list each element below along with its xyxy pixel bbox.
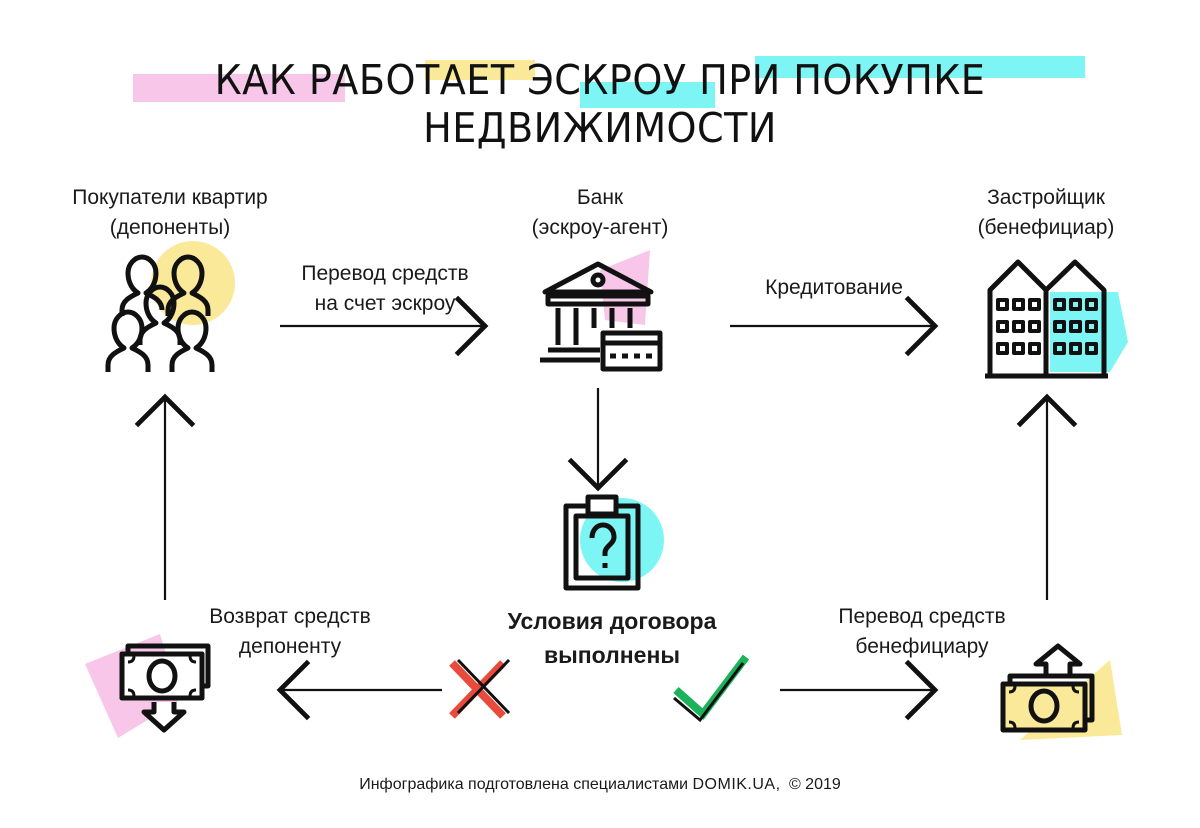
- title-highlight-pink: [133, 74, 345, 102]
- page-title: КАК РАБОТАЕТ ЭСКРОУ ПРИ ПОКУПКЕ НЕДВИЖИМ…: [214, 56, 986, 152]
- bank-label-line1: Банк: [576, 186, 624, 209]
- conditions-line2: выполнены: [544, 642, 680, 668]
- conditions-label: Условия договора выполнены: [462, 604, 762, 672]
- transfer-beneficiary-label: Перевод средств бенефициару: [792, 602, 1052, 662]
- footer-credit: Инфографика подготовлена специалистами D…: [0, 776, 1200, 794]
- conditions-line1: Условия договора: [507, 608, 717, 634]
- transfer-escrow-line1: Перевод средств: [301, 262, 469, 285]
- people-icon: [105, 241, 235, 372]
- buyers-label: Покупатели квартир (депоненты): [40, 183, 300, 243]
- title-highlight-cyan-1: [580, 82, 715, 108]
- check-icon: [673, 654, 750, 723]
- title-highlight-cyan-2: [755, 56, 1085, 78]
- footer-brand: DOMIK.UA: [692, 776, 776, 793]
- developer-label-line2: (бенефициар): [977, 216, 1115, 239]
- clipboard-question-icon: [563, 494, 664, 591]
- buildings-icon: [985, 259, 1128, 379]
- refund-line1: Возврат средств: [209, 605, 371, 628]
- transfer-beneficiary-line1: Перевод средств: [838, 605, 1006, 628]
- refund-label: Возврат средств депоненту: [160, 602, 420, 662]
- bank-label: Банк (эскроу-агент): [470, 183, 730, 243]
- transfer-escrow-line2: на счет эскроу: [314, 292, 456, 315]
- transfer-escrow-label: Перевод средств на счет эскроу: [255, 259, 515, 319]
- footer-copyright: , © 2019: [775, 776, 841, 793]
- buyers-label-line2: (депоненты): [109, 216, 231, 239]
- buyers-label-line1: Покупатели квартир: [72, 186, 268, 209]
- cross-icon: [449, 658, 511, 719]
- bank-icon: [540, 250, 663, 372]
- developer-label-line1: Застройщик: [987, 186, 1105, 209]
- money-refund-icon: [85, 634, 211, 738]
- transfer-beneficiary-line2: бенефициару: [855, 635, 989, 658]
- refund-line2: депоненту: [238, 635, 342, 658]
- crediting-label: Кредитование: [704, 273, 964, 303]
- bank-label-line2: (эскроу-агент): [531, 216, 669, 239]
- developer-label: Застройщик (бенефициар): [916, 183, 1176, 243]
- money-transfer-icon: [1000, 643, 1122, 740]
- footer-text: Инфографика подготовлена специалистами: [359, 776, 693, 793]
- title-highlight-yellow: [425, 60, 535, 80]
- crediting-line1: Кредитование: [765, 276, 903, 299]
